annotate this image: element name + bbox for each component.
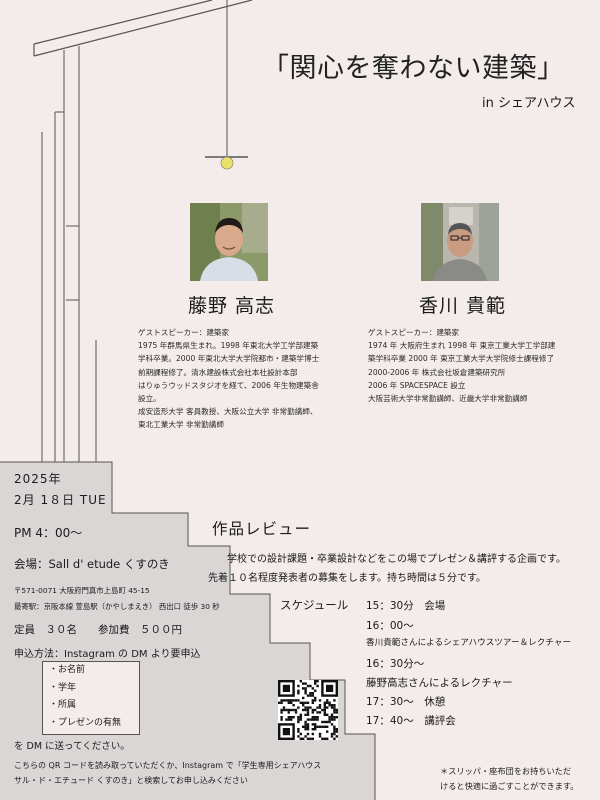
requirement-item: ・プレゼンの有無 bbox=[49, 717, 122, 728]
requirements-box: ・お名前 ・学年 ・所属 ・プレゼンの有無 bbox=[42, 661, 140, 735]
qr-code-pattern bbox=[278, 680, 338, 740]
event-date: 2月 1８日 TUE bbox=[14, 493, 107, 507]
speaker-photo-fujino bbox=[190, 203, 268, 281]
page-subtitle: in シェアハウス bbox=[482, 96, 576, 111]
event-address: 〒571-0071 大阪府門真市上島町 45-15 bbox=[14, 586, 150, 595]
speaker-photo-kagawa bbox=[421, 203, 499, 281]
event-apply: 申込方法：Instagram の DM より要申込 bbox=[14, 649, 201, 660]
footnote-line-2: けると快適に過ごすことができます。 bbox=[440, 781, 579, 791]
speaker-name-fujino: 藤野 高志 bbox=[188, 295, 276, 317]
schedule-item: 16：00～ bbox=[366, 620, 414, 632]
footnote-line-1: ＊スリッパ・座布団をお持ちいただ bbox=[440, 766, 572, 776]
schedule-item: 香川貴範さんによるシェアハウスツアー＆レクチャー bbox=[366, 638, 572, 648]
requirement-item: ・所属 bbox=[49, 700, 77, 710]
review-text-line-2: 先着１０名程度発表者の募集をします。持ち時間は５分です。 bbox=[208, 573, 486, 584]
roof-line-upper bbox=[33, 0, 213, 45]
review-text-line-1: 学校での設計課題・卒業設計などをこの場でプレゼン＆講評する企画です。 bbox=[227, 554, 566, 565]
page-title: 「関心を奪わない建築」 bbox=[262, 53, 565, 84]
event-venue: 会場：Sall d' etude くすのき bbox=[14, 557, 170, 571]
event-time: PM 4：00～ bbox=[14, 526, 83, 540]
schedule-item: 藤野高志さんによるレクチャー bbox=[366, 677, 513, 689]
event-station: 最寄駅：京阪本線 萱島駅（かやしまえき） 西出口 徒歩 30 秒 bbox=[14, 602, 220, 611]
event-year: 2025年 bbox=[14, 472, 62, 486]
schedule-item: 16：30分～ bbox=[366, 658, 425, 670]
event-capacity: 定員 ３０名 参加費 ５００円 bbox=[14, 624, 182, 636]
speaker-name-kagawa: 香川 貴範 bbox=[419, 295, 507, 317]
lamp-bulb bbox=[220, 156, 234, 170]
speaker-bio-fujino: ゲストスピーカー：建築家 1975 年群馬県生まれ。1998 年東北大学工学部建… bbox=[138, 328, 320, 430]
schedule-item: 17：40～ 講評会 bbox=[366, 715, 456, 727]
speaker-bio-kagawa: ゲストスピーカー：建築家 1974 年 大阪府生まれ 1998 年 東京工業大学… bbox=[368, 328, 556, 403]
roof-line-lower bbox=[33, 0, 253, 57]
dm-note: を DM に送ってください。 bbox=[14, 741, 130, 752]
requirement-item: ・学年 bbox=[49, 682, 77, 693]
requirement-item: ・お名前 bbox=[49, 665, 86, 675]
review-heading: 作品レビュー bbox=[212, 520, 312, 538]
qr-note-line-2: サル・ド・エチュード くすのき」と検索してお申し込みください bbox=[14, 776, 248, 785]
qr-code[interactable] bbox=[278, 680, 338, 740]
stair-outline bbox=[0, 461, 376, 800]
schedule-label: スケジュール bbox=[280, 598, 349, 612]
qr-note-line-1: こちらの QR コードを読み取っていただくか、Instagram で「学生専用シ… bbox=[14, 761, 322, 770]
schedule-item: 17：30～ 休憩 bbox=[366, 696, 446, 708]
schedule-item: 15：30分 会場 bbox=[366, 600, 446, 612]
